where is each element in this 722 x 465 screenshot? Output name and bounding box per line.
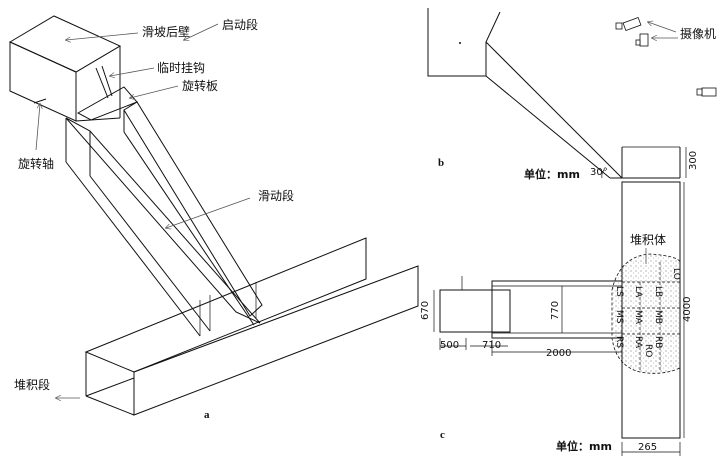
- zone-MS: MS: [614, 310, 624, 324]
- panel-a-callouts: 滑坡后壁 启动段 临时挂钩 旋转板 旋转轴 滑动段 堆积段 a: [14, 17, 294, 421]
- panel-a-label: a: [204, 409, 210, 421]
- zone-LB: LB: [653, 286, 663, 297]
- panel-b-side-view: 30° 300 摄像机 b 单位：mm: [427, 8, 717, 181]
- slide-right-wall: [123, 101, 263, 317]
- deposit-front-wall: [133, 265, 419, 416]
- callout-rotating-plate: 旋转板: [182, 78, 218, 93]
- zone-labels: RS MS LS RA MA LA RB MB LB RO LO: [614, 268, 681, 357]
- panel-c-plan-view: RS MS LS RA MA LA RB MB LB RO LO 堆积体 670…: [420, 181, 693, 456]
- camera-icon: [615, 16, 717, 97]
- deposit-body-label: 堆积体: [630, 233, 666, 247]
- deposit-body-area: [611, 253, 681, 374]
- rotation-axis-icon: [33, 98, 47, 104]
- dim-500: 500: [440, 340, 459, 351]
- dim-265: 265: [638, 442, 657, 453]
- zone-LA: LA: [633, 286, 643, 298]
- panel-b-unit: 单位：mm: [524, 167, 580, 181]
- callout-slide-section: 滑动段: [258, 188, 294, 203]
- dim-2000: 2000: [546, 348, 571, 359]
- zone-RS: RS: [614, 336, 624, 348]
- slide-left-wall: [65, 117, 261, 324]
- zone-RO: RO: [643, 344, 653, 357]
- dim-670: 670: [420, 301, 431, 320]
- dim-770: 770: [550, 301, 561, 320]
- callout-start-section: 启动段: [222, 17, 258, 32]
- deposit-back-wall: [84, 237, 367, 373]
- zone-MA: MA: [633, 310, 643, 325]
- callout-back-wall: 滑坡后壁: [142, 24, 190, 39]
- callout-rotation-axis: 旋转轴: [18, 156, 54, 171]
- dim-300: 300: [688, 151, 699, 170]
- panel-c-unit: 单位：mm: [556, 439, 612, 453]
- rotating-plate: [76, 86, 138, 121]
- callout-deposit-section: 堆积段: [14, 377, 50, 392]
- box-top: [8, 15, 122, 73]
- camera-label: 摄像机: [680, 26, 716, 41]
- zone-LO: LO: [671, 268, 681, 280]
- zone-RB: RB: [653, 336, 663, 348]
- box-left-face: [9, 41, 77, 122]
- zone-RA: RA: [633, 336, 643, 349]
- panel-a-flume: [8, 15, 419, 416]
- dim-710: 710: [482, 340, 501, 351]
- panel-b-label: b: [438, 157, 444, 169]
- dim-4000: 4000: [682, 297, 693, 322]
- callout-temp-hook: 临时挂钩: [157, 61, 205, 75]
- zone-LS: LS: [614, 286, 624, 297]
- panel-c-label: c: [440, 429, 445, 441]
- angle-label: 30°: [590, 167, 608, 178]
- zone-MB: MB: [653, 310, 663, 324]
